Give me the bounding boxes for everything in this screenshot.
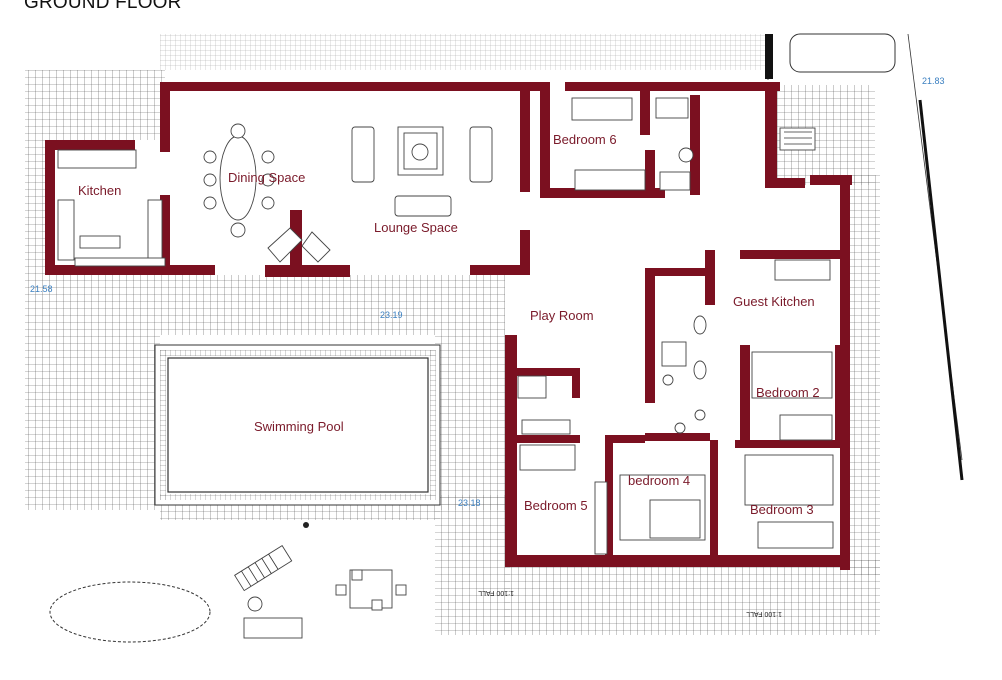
label-dining-space: Dining Space	[228, 170, 305, 185]
level-marker: 21.83	[922, 76, 945, 86]
label-swimming-pool: Swimming Pool	[254, 419, 344, 434]
label-bedroom-3: Bedroom 3	[750, 502, 814, 517]
paving-grid	[25, 34, 880, 635]
label-kitchen: Kitchen	[78, 183, 121, 198]
page-title: GROUND FLOOR	[24, 0, 182, 13]
label-bedroom-4: bedroom 4	[628, 473, 690, 488]
swimming-pool	[154, 344, 441, 506]
label-bedroom-6: Bedroom 6	[553, 132, 617, 147]
label-play-room: Play Room	[530, 308, 594, 323]
label-guest-kitchen: Guest Kitchen	[733, 294, 815, 309]
label-bedroom-2: Bedroom 2	[756, 385, 820, 400]
furniture	[49, 33, 964, 643]
label-bedroom-5: Bedroom 5	[524, 498, 588, 513]
level-marker: 23.18	[458, 498, 481, 508]
level-marker: 23.19	[380, 310, 403, 320]
walls	[45, 82, 852, 570]
drain-marker	[303, 522, 309, 528]
level-marker: 21.58	[30, 284, 53, 294]
fall-note: 1:100 FALL	[478, 589, 514, 596]
fall-note: 1:100 FALL	[746, 610, 782, 617]
label-lounge-space: Lounge Space	[374, 220, 458, 235]
